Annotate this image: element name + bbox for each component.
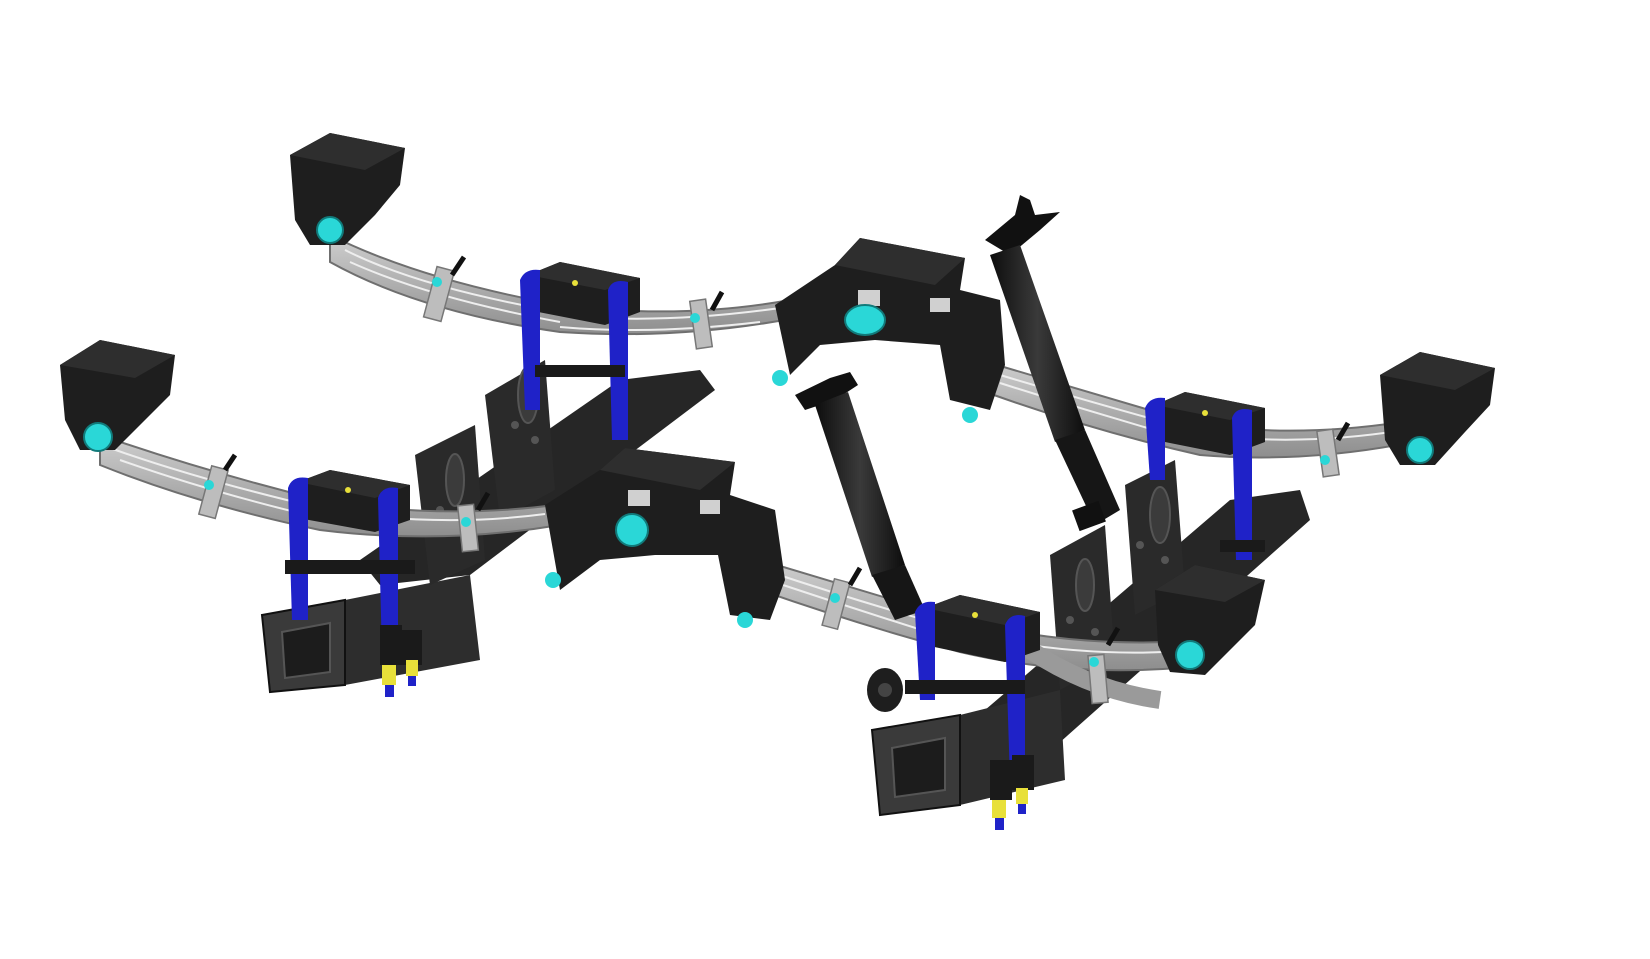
shock-absorber-rear — [985, 195, 1120, 532]
spring-hanger-back-right — [1380, 352, 1495, 465]
ubolt-clamp-front-right — [867, 595, 1040, 830]
equalizer-hanger-back — [772, 238, 1005, 423]
shock-absorber-front — [795, 372, 925, 620]
ubolt-clamp-back-right — [1145, 392, 1265, 560]
ubolt-clamp-front-left — [285, 470, 422, 697]
spring-hanger-front-right — [1155, 565, 1265, 675]
spring-hanger-back-left — [290, 133, 405, 245]
ubolt-clamp-back-left — [520, 262, 640, 440]
shackle-bolts — [222, 255, 1351, 647]
equalizer-hanger-front — [545, 448, 785, 628]
spring-hanger-front-left — [60, 340, 175, 452]
